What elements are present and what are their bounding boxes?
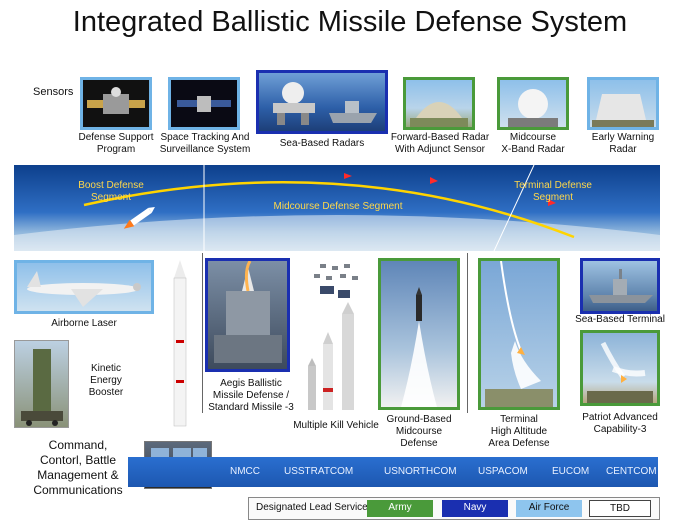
boost-segment-label: Boost Defense Segment: [78, 180, 144, 203]
early-warning-image: [587, 77, 659, 130]
forward-based-radar-label: Forward-Based Radar With Adjunct Sensor: [390, 132, 490, 155]
ground-based-midcourse-label: Ground-Based Midcourse Defense: [386, 414, 452, 449]
legend-navy: Navy: [442, 500, 508, 517]
command-node-nmcc: NMCC: [230, 466, 260, 477]
multiple-kill-vehicle-label: Multiple Kill Vehicle: [293, 420, 379, 431]
sea-based-radars-label: Sea-Based Radars: [279, 138, 365, 149]
segment-band: [14, 165, 660, 251]
space-tracking-label: Space Tracking And Surveillance System: [159, 132, 251, 155]
kinetic-energy-missile: [172, 260, 188, 428]
command-node-centcom: CENTCOM: [606, 466, 657, 477]
space-tracking-image: [168, 77, 240, 130]
defense-support-program-image: [80, 77, 152, 130]
ground-based-midcourse-image: [378, 258, 460, 410]
sea-based-terminal-image: [580, 258, 660, 314]
terminal-high-altitude-image: [478, 258, 560, 410]
midcourse-xband-label: Midcourse X-Band Radar: [501, 132, 565, 155]
command-node-uspacom: USPACOM: [478, 466, 528, 477]
sea-based-radars-image: [256, 70, 388, 134]
command-node-usstratcom: USSTRATCOM: [284, 466, 354, 477]
patriot-image: [580, 330, 660, 406]
forward-based-radar-image: [403, 77, 475, 130]
legend-air-force: Air Force: [516, 500, 582, 517]
page-title: Integrated Ballistic Missile Defense Sys…: [72, 6, 628, 38]
terminal-segment-label: Terminal Defense Segment: [514, 180, 592, 203]
divider: [467, 253, 468, 413]
legend-label: Designated Lead Service:: [256, 502, 371, 513]
divider: [202, 253, 203, 413]
patriot-label: Patriot Advanced Capability-3: [582, 412, 658, 435]
midcourse-xband-image: [497, 77, 569, 130]
airborne-laser-image: [14, 260, 154, 314]
airborne-laser-label: Airborne Laser: [51, 318, 117, 329]
kinetic-energy-booster-image: [14, 340, 69, 428]
aegis-label: Aegis Ballistic Missile Defense / Standa…: [208, 378, 294, 413]
aegis-image: [205, 258, 290, 372]
command-node-eucom: EUCOM: [552, 466, 590, 477]
command-node-usnorthcom: USNORTHCOM: [384, 466, 457, 477]
sea-based-terminal-label: Sea-Based Terminal: [575, 314, 665, 325]
kinetic-energy-booster-label: Kinetic Energy Booster: [88, 363, 124, 398]
terminal-high-altitude-label: Terminal High Altitude Area Defense: [488, 414, 550, 449]
sensors-heading: Sensors: [33, 86, 74, 98]
command-label: Command, Contorl, Battle Management & Co…: [33, 438, 123, 497]
legend-tbd: TBD: [589, 500, 651, 517]
multiple-kill-vehicle-graphic: [300, 262, 370, 412]
midcourse-segment-label: Midcourse Defense Segment: [273, 201, 403, 212]
early-warning-label: Early Warning Radar: [591, 132, 655, 155]
command-bar: NMCC USSTRATCOM USNORTHCOM USPACOM EUCOM…: [128, 457, 658, 487]
legend-army: Army: [367, 500, 433, 517]
defense-support-program-label: Defense Support Program: [78, 132, 154, 155]
